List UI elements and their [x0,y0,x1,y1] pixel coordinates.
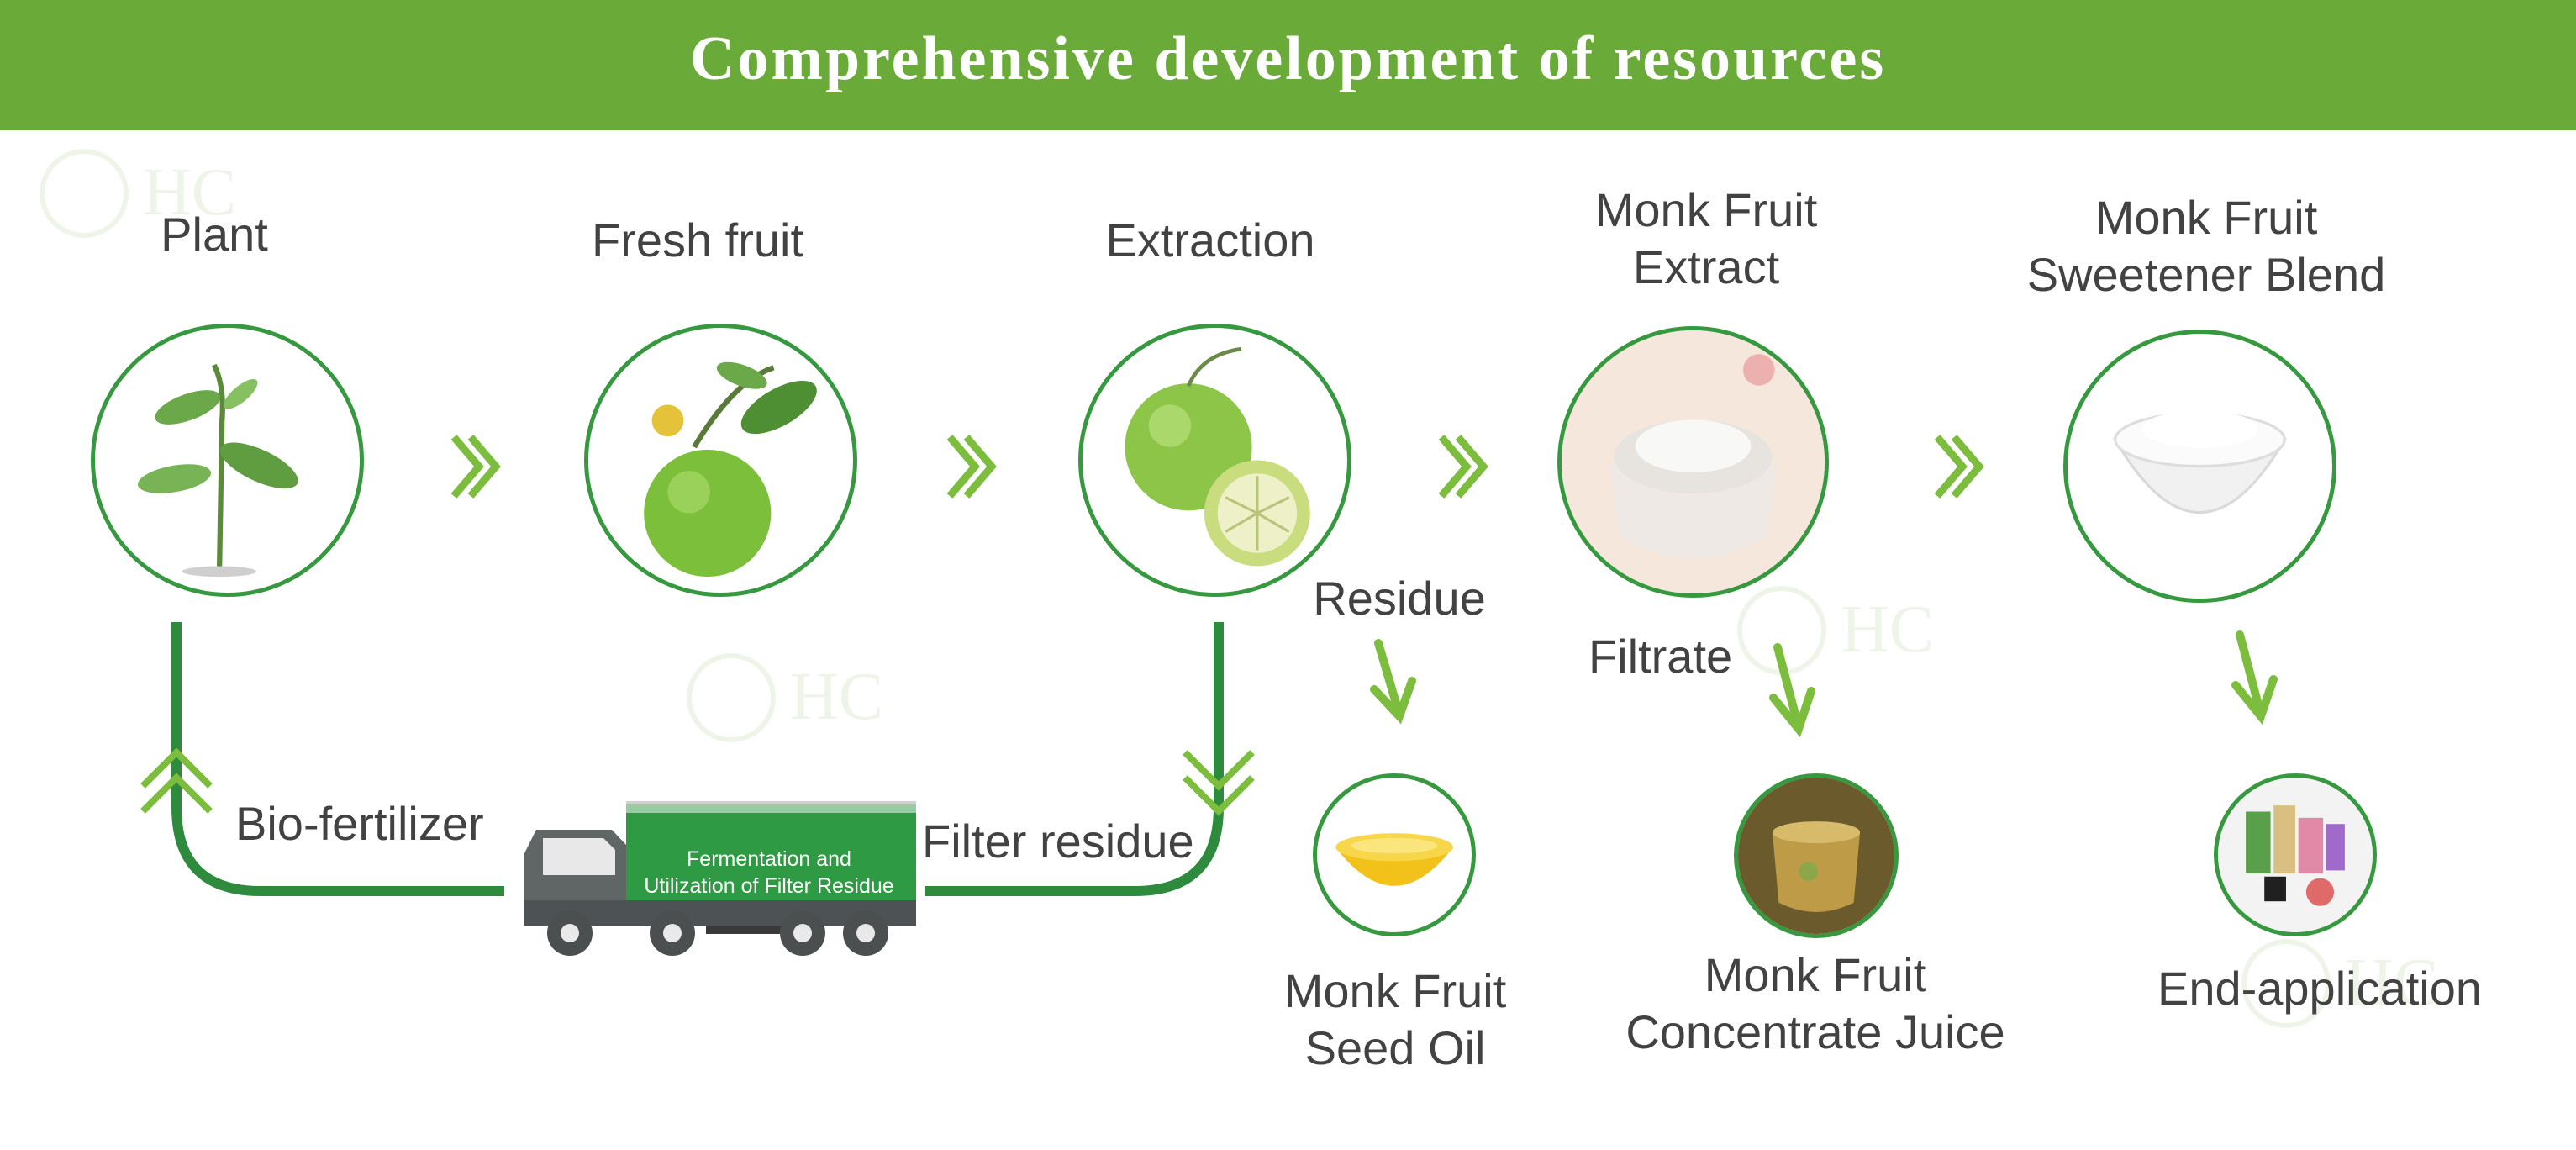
stage-label-plant: Plant [126,206,303,263]
stage-label-blend-line2: Sweetener Blend [1967,246,2446,303]
residue-label: Residue [1294,570,1504,627]
bio-fertilizer-label: Bio-fertilizer [235,795,513,852]
filter-residue-label: Filter residue [922,813,1208,870]
truck-label: Fermentation and Utilization of Filter R… [630,846,908,899]
stage-label-fresh-fruit: Fresh fruit [572,212,824,269]
seed-oil-label-line2: Seed Oil [1219,1020,1572,1077]
stage-label-blend-line1: Monk Fruit [1967,189,2446,246]
chevron-right-icon [950,437,992,496]
end-application-image [2214,773,2377,936]
truck-label-line1: Fermentation and [630,846,908,873]
sweetener-blend-image [2063,330,2336,603]
juice-label-line2: Concentrate Juice [1563,1004,2068,1061]
extraction-image [1078,324,1351,597]
arrow-down-icon [1773,647,1811,729]
stage-label-extract-line1: Monk Fruit [1546,182,1866,239]
plant-image [91,324,364,597]
concentrate-juice-image [1734,773,1899,938]
chevron-right-icon [1441,437,1483,496]
juice-label-line1: Monk Fruit [1563,947,2068,1004]
arrow-down-icon [2236,635,2273,716]
arrow-down-icon [1374,643,1412,716]
fresh-fruit-image [584,324,857,597]
filtrate-label: Filtrate [1588,628,1757,685]
chevron-right-icon [1937,437,1979,496]
end-application-label: End-application [2101,960,2538,1017]
extract-powder-image [1557,326,1829,598]
truck-label-line2: Utilization of Filter Residue [630,873,908,899]
chevron-right-icon [454,437,496,496]
seed-oil-image [1313,773,1476,936]
seed-oil-label-line1: Monk Fruit [1219,963,1572,1020]
stage-label-extract-line2: Extract [1546,239,1866,296]
stage-label-extraction: Extraction [1084,212,1336,269]
